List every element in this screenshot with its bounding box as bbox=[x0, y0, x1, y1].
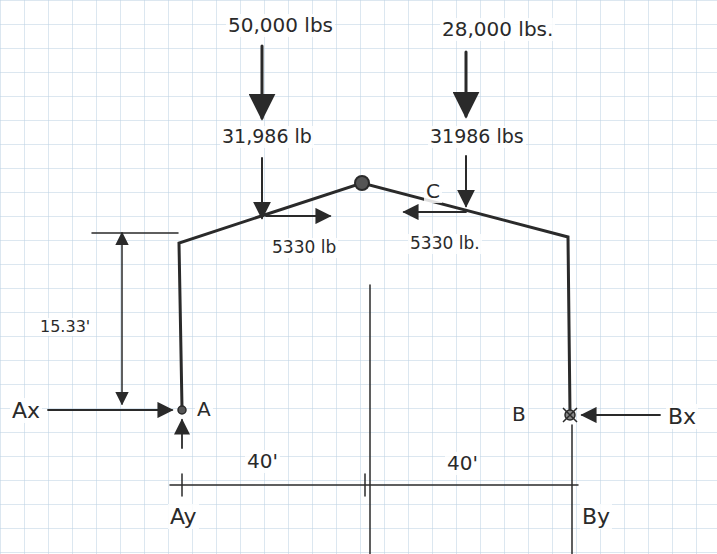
reaction-arrow bbox=[48, 409, 172, 411]
dimension-line bbox=[170, 484, 578, 486]
reaction-arrow bbox=[582, 414, 660, 416]
force-arrow bbox=[266, 215, 330, 217]
dimension-tick bbox=[181, 474, 183, 496]
dimension-label: 40' bbox=[245, 450, 280, 473]
support-label: B bbox=[510, 403, 528, 426]
dimension-line bbox=[92, 232, 178, 234]
load-arrow bbox=[465, 156, 467, 206]
pin-support bbox=[563, 408, 577, 422]
hinge-label: C bbox=[424, 180, 442, 203]
dimension-label: 15.33' bbox=[38, 318, 92, 336]
load-value: 50,000 lbs bbox=[226, 14, 335, 37]
load-component: 31,986 lb bbox=[220, 126, 314, 148]
load-arrow bbox=[465, 52, 468, 116]
hinge bbox=[355, 176, 369, 190]
reaction-label: Ay bbox=[168, 504, 199, 529]
dimension-label: 40' bbox=[445, 452, 480, 475]
force-component: 5330 lb bbox=[270, 238, 338, 258]
dimension-tick bbox=[364, 474, 366, 496]
force-component: 5330 lb. bbox=[408, 234, 482, 254]
dimension-line bbox=[121, 233, 123, 404]
extension-line bbox=[571, 425, 573, 554]
reaction-arrow bbox=[181, 420, 183, 448]
pin-support bbox=[178, 406, 186, 414]
load-value: 28,000 lbs. bbox=[440, 18, 555, 41]
load-component: 31986 lbs bbox=[428, 126, 526, 148]
reaction-label: Ax bbox=[10, 398, 42, 423]
load-arrow bbox=[261, 46, 264, 118]
three-hinged-frame bbox=[179, 183, 570, 413]
reaction-label: Bx bbox=[666, 404, 698, 429]
support-label: A bbox=[195, 398, 213, 421]
force-arrow bbox=[404, 211, 466, 213]
reaction-label: By bbox=[580, 504, 612, 529]
load-arrow bbox=[261, 158, 263, 218]
center-line bbox=[369, 285, 371, 554]
